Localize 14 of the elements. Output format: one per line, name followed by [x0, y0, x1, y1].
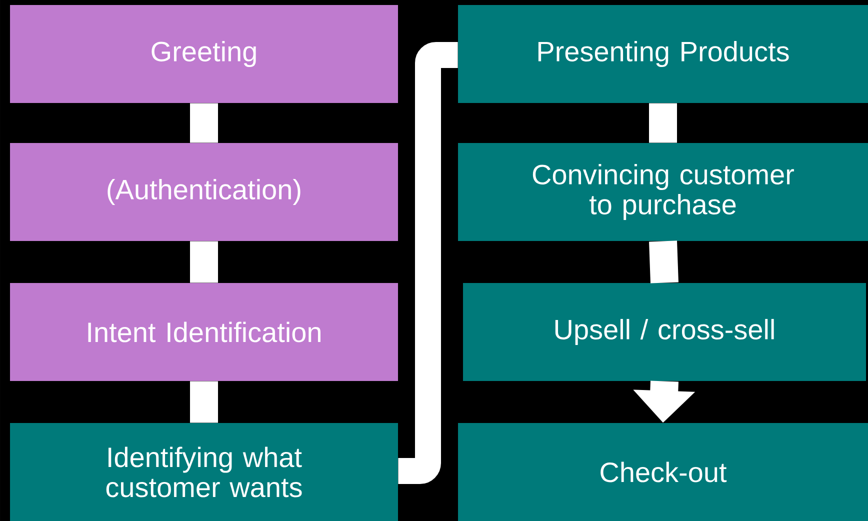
step-box: Presenting Products — [458, 5, 868, 103]
step-box: (Authentication) — [10, 143, 398, 241]
step-box: Upsell / cross-sell — [463, 283, 866, 381]
connector — [190, 103, 218, 143]
step-box: Identifying what customer wants — [10, 423, 398, 521]
connector — [649, 240, 678, 284]
step-box: Intent Identification — [10, 283, 398, 381]
step-box: Greeting — [10, 5, 398, 103]
connector — [398, 42, 458, 484]
connector — [649, 103, 677, 143]
step-box: Convincing customer to purchase — [458, 143, 868, 241]
connector — [190, 241, 218, 283]
step-box: Check-out — [458, 423, 868, 521]
connector — [190, 381, 218, 423]
